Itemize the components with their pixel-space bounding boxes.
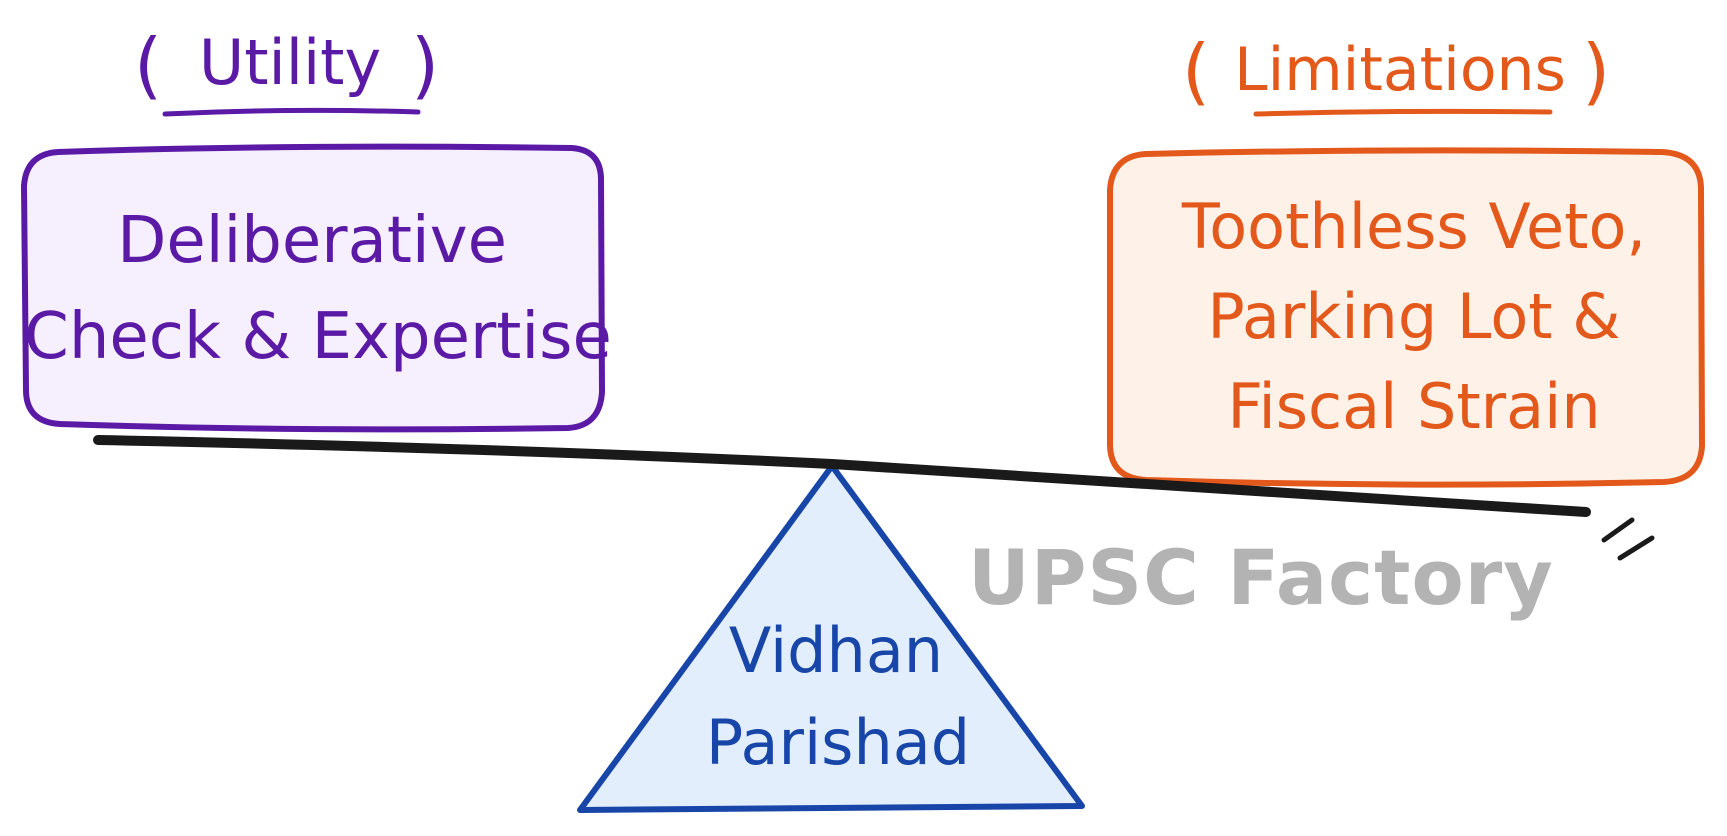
utility-underline <box>162 107 421 117</box>
utility-heading: Utility <box>199 26 381 99</box>
limitations-close-paren: ) <box>1582 29 1610 113</box>
fulcrum: Vidhan Parishad <box>577 463 1085 813</box>
limitations-heading-group: ( Limitations ) <box>1182 29 1610 117</box>
limitations-box-frame <box>1107 147 1705 488</box>
limitations-box: Toothless Veto, Parking Lot & Fiscal Str… <box>1107 147 1705 488</box>
limitations-box-line-2: Parking Lot & <box>1207 280 1620 353</box>
fulcrum-line-1: Vidhan <box>729 614 943 687</box>
utility-close-paren: ) <box>411 23 439 107</box>
utility-box-line-2: Check & Expertise <box>24 300 612 374</box>
balance-beam <box>93 435 1591 517</box>
utility-open-paren: ( <box>134 23 162 107</box>
fulcrum-triangle <box>577 463 1085 813</box>
tilt-motion-marks <box>1601 517 1655 561</box>
utility-box-frame <box>21 143 605 433</box>
motion-mark-2 <box>1617 535 1655 561</box>
utility-heading-group: ( Utility ) <box>134 23 439 117</box>
limitations-heading: Limitations <box>1234 35 1566 105</box>
utility-box: Deliberative Check & Expertise <box>21 143 612 433</box>
motion-mark-1 <box>1601 517 1635 543</box>
utility-box-line-1: Deliberative <box>117 204 507 278</box>
watermark: UPSC Factory <box>968 533 1554 622</box>
limitations-underline <box>1253 108 1553 117</box>
fulcrum-line-2: Parishad <box>706 706 970 779</box>
limitations-box-line-1: Toothless Veto, <box>1181 190 1646 263</box>
limitations-open-paren: ( <box>1182 29 1210 113</box>
limitations-box-line-3: Fiscal Strain <box>1227 370 1600 443</box>
